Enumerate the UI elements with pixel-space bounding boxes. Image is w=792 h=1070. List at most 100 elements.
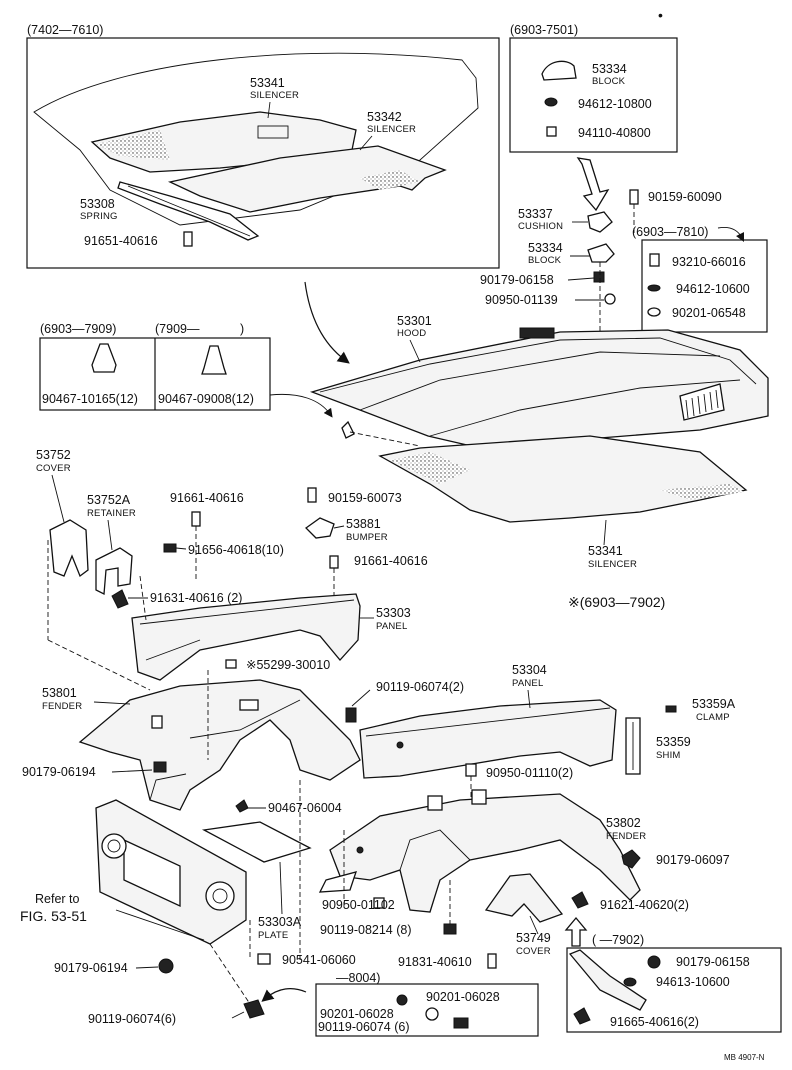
washer-90201b-icon — [396, 994, 408, 1006]
label-53303-name: PANEL — [376, 621, 407, 632]
part-55299-icon — [225, 659, 237, 669]
refer-line1: Refer to — [35, 892, 80, 906]
bolt-91621-icon — [571, 891, 589, 909]
bolt-90119d-icon — [243, 999, 265, 1019]
bolt-90119c-icon — [453, 1017, 469, 1029]
label-53801-num: 53801 — [42, 686, 77, 700]
label-53749-num: 53749 — [516, 931, 551, 945]
label-94110: 94110-40800 — [578, 126, 651, 140]
label-90201a: 90201-06548 — [672, 306, 746, 320]
label-94612a: 94612-10800 — [578, 97, 652, 111]
cover-53749 — [484, 873, 564, 923]
label-53308-name: SPRING — [80, 211, 118, 222]
label-90119d: 90119-06074(6) — [88, 1012, 176, 1026]
refer-line2: FIG. 53-51 — [20, 908, 87, 924]
label-90950b: 90950-01110(2) — [486, 766, 573, 780]
label-53881-num: 53881 — [346, 517, 381, 531]
retainer-53752a — [95, 547, 133, 596]
label-53359a-name: CLAMP — [696, 712, 730, 723]
label-53303a-num: 53303A — [258, 915, 302, 929]
block-53334b-icon — [587, 243, 615, 263]
label-90950c: 90950-01102 — [322, 898, 395, 912]
label-53881-name: BUMPER — [346, 532, 388, 543]
label-53334b-name: BLOCK — [528, 255, 562, 266]
label-53341b-num: 53341 — [588, 544, 623, 558]
bolt-91831-icon — [487, 953, 497, 969]
label-94612b: 94612-10600 — [676, 282, 750, 296]
label-90467b: 90467-09008(12) — [158, 392, 254, 406]
label-53801-name: FENDER — [42, 701, 82, 712]
label-53342-num: 53342 — [367, 110, 402, 124]
label-91661b: 91661-40616 — [354, 554, 428, 568]
fender-53801 — [78, 679, 361, 811]
label-90119c: 90119-06074 (6) — [318, 1020, 410, 1034]
label-90201c: 90201-06028 — [320, 1007, 394, 1021]
label-90179d: 90179-06194 — [54, 961, 128, 975]
label-91656: 91656-40618(10) — [188, 543, 284, 557]
label-94613: 94613-10600 — [656, 975, 730, 989]
label-53337-name: CUSHION — [518, 221, 563, 232]
label-53304-name: PANEL — [512, 678, 543, 689]
arrow-down-icon — [576, 157, 610, 212]
label-53301-name: HOOD — [397, 328, 426, 339]
footer-code: MB 4907-N — [724, 1053, 765, 1062]
label-53334b-num: 53334 — [528, 241, 563, 255]
label-90119a: 90119-06074(2) — [376, 680, 464, 694]
bolt-91665-icon — [573, 1007, 591, 1025]
box-range-label: (6903—7909) — [40, 322, 116, 336]
note-range: ※(6903—7902) — [568, 594, 665, 610]
hood-vent-icon — [679, 383, 725, 421]
panel-53304 — [359, 699, 617, 779]
label-90541: 90541-06060 — [282, 953, 356, 967]
clip-90467b-icon — [201, 345, 227, 375]
label-53342-name: SILENCER — [367, 124, 416, 135]
box-range-label: (7909— — [155, 322, 200, 336]
label-90159b: 90159-60073 — [328, 491, 402, 505]
radiator-support-panel — [95, 799, 247, 945]
fender-53802 — [318, 789, 641, 913]
silencer-53342 — [167, 145, 447, 213]
bolt-91661b-icon — [329, 555, 339, 569]
label-55299: ※55299-30010 — [246, 658, 330, 672]
label-91621: 91621-40620(2) — [600, 898, 689, 912]
washer-90201c-icon — [425, 1007, 439, 1021]
screw-91656-icon — [163, 543, 177, 553]
clamp-53359a-icon — [665, 705, 677, 713]
label-90950a: 90950-01139 — [485, 293, 558, 307]
grommet-90950b-icon — [465, 763, 477, 777]
label-53341a-num: 53341 — [250, 76, 285, 90]
bolt-90119b-icon — [443, 923, 457, 935]
label-53334a-num: 53334 — [592, 62, 627, 76]
nut-90179e-icon — [647, 955, 661, 969]
label-53341a-name: SILENCER — [250, 90, 299, 101]
plate-53303a — [201, 821, 312, 863]
label-90159a: 90159-60090 — [648, 190, 722, 204]
label-91651: 91651-40616 — [84, 234, 158, 248]
bolt-91651-icon — [183, 231, 193, 247]
box-range-label: (7402—7610) — [27, 23, 103, 37]
box-range-label: ( —7902) — [592, 933, 644, 947]
silencer-53341-under — [378, 435, 748, 523]
label-53301-num: 53301 — [397, 314, 432, 328]
block-53334-icon — [541, 60, 577, 81]
box-6903-7501: (6903-7501) — [509, 23, 678, 153]
label-90179a: 90179-06158 — [480, 273, 554, 287]
label-90179b: 90179-06194 — [22, 765, 96, 779]
bolt-90119a-icon — [345, 707, 357, 723]
bolt-90159a-icon — [629, 189, 639, 205]
box-range-label: (6903—7810) — [632, 225, 708, 239]
box-range-label: (6903-7501) — [510, 23, 578, 37]
label-53802-name: FENDER — [606, 831, 646, 842]
bolt-93210-icon — [649, 253, 660, 267]
grommet-90950a-icon — [604, 293, 616, 305]
grommet-90950c-icon — [373, 897, 385, 909]
label-53337-num: 53337 — [518, 207, 553, 221]
label-90467c: 90467-06004 — [268, 801, 342, 815]
label-53303a-name: PLATE — [258, 930, 288, 941]
label-53752a-num: 53752A — [87, 493, 131, 507]
label-91831: 91831-40610 — [398, 955, 472, 969]
box-6903-7810: (6903—7810) — [632, 225, 768, 333]
bumper-53881-icon — [304, 517, 335, 539]
bolt-91631a-icon — [111, 589, 129, 609]
